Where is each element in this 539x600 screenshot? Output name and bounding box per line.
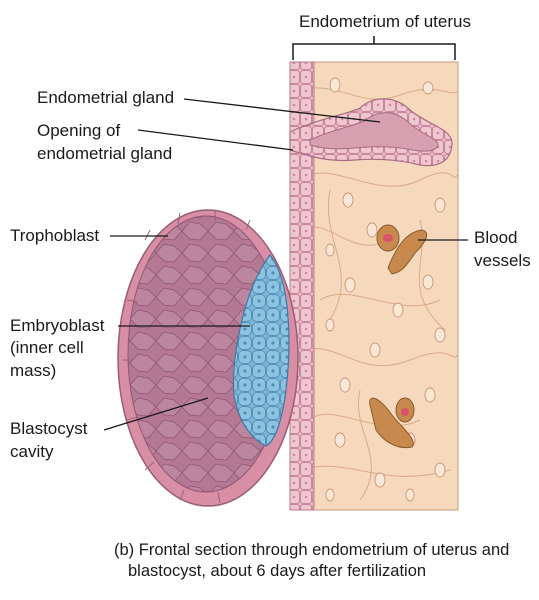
trophoblast-label: Trophoblast <box>10 226 100 245</box>
embryoblast <box>232 254 290 447</box>
caption-line1: (b) Frontal section through endometrium … <box>114 541 510 559</box>
leader-opening <box>137 129 294 151</box>
leader-endometrial-gland <box>183 98 381 123</box>
opening-label-line1: Opening of <box>37 121 121 140</box>
endometrium-bracket <box>292 36 456 60</box>
blood-vessels-label-line2: vessels <box>474 251 531 270</box>
blood-vessel-lower <box>369 397 415 449</box>
endometrial-gland <box>289 98 453 167</box>
opening-label-line2: endometrial gland <box>37 144 173 163</box>
blastocyst-cavity-label-line1: Blastocyst <box>10 419 88 438</box>
blood-vessels-label-line1: Blood <box>474 228 518 247</box>
caption-line2: blastocyst, about 6 days after fertiliza… <box>128 562 427 580</box>
blood-vessel-upper <box>376 224 428 275</box>
figure-caption: (b) Frontal section through endometrium … <box>114 540 509 582</box>
embryoblast-label-line1: Embryoblast <box>10 316 105 335</box>
blastocyst <box>117 209 299 507</box>
embryoblast-label-line2: (inner cell <box>10 338 84 357</box>
endometrium-label: Endometrium of uterus <box>299 12 471 31</box>
leader-blastocyst-cavity <box>103 397 209 431</box>
blastocyst-cavity-label-line2: cavity <box>10 442 54 461</box>
endometrial-gland-label: Endometrial gland <box>37 88 175 107</box>
embryoblast-label-line3: mass) <box>10 361 57 380</box>
